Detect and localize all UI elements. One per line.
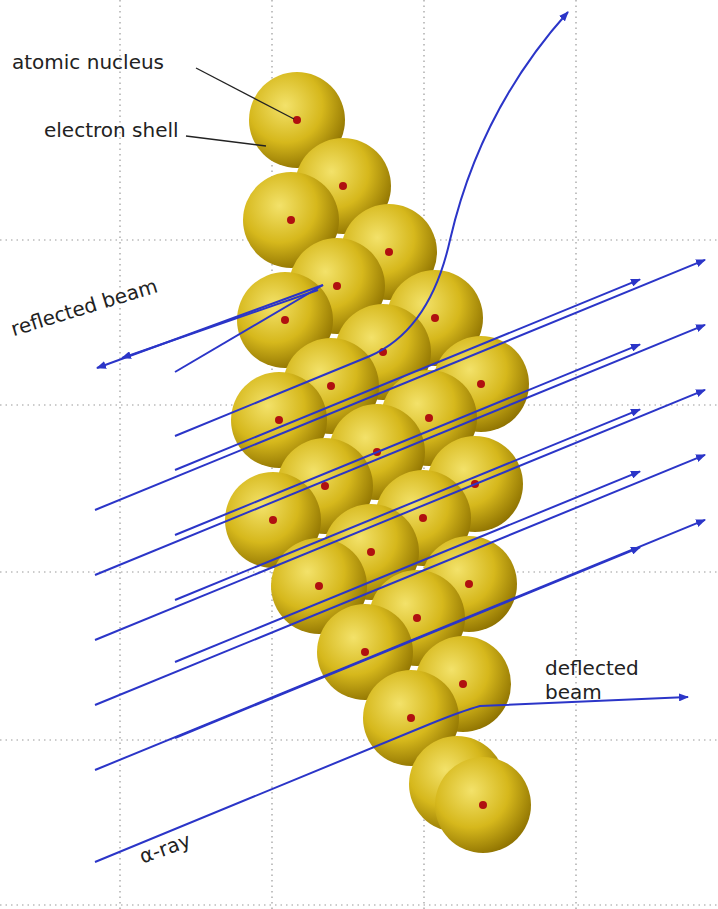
nucleus-dot	[413, 614, 421, 622]
nucleus-dot	[321, 482, 329, 490]
nucleus-dot	[385, 248, 393, 256]
alpha-ray-line	[175, 471, 640, 662]
nucleus-dot	[327, 382, 335, 390]
nucleus-dot	[419, 514, 427, 522]
special-beams	[95, 12, 688, 862]
callout-label: electron shell	[44, 118, 179, 142]
nucleus-dot	[367, 548, 375, 556]
nucleus-dot	[407, 714, 415, 722]
nucleus-dot	[431, 314, 439, 322]
beam-label: reflected beam	[8, 274, 160, 341]
nucleus-dot	[339, 182, 347, 190]
nucleus-dot	[425, 414, 433, 422]
alpha-ray-line	[95, 390, 705, 640]
alpha-ray-line	[175, 279, 640, 470]
leader-lines	[186, 68, 294, 146]
nucleus-dot	[479, 801, 487, 809]
beam-label: deflected beam	[545, 656, 655, 704]
callout-label: atomic nucleus	[12, 50, 164, 74]
nucleus-dot	[287, 216, 295, 224]
nucleus-dot	[281, 316, 289, 324]
gold-atoms	[225, 72, 531, 853]
alpha-ray-line	[175, 409, 640, 600]
nucleus-dot	[333, 282, 341, 290]
nucleus-dot	[275, 416, 283, 424]
alpha-ray-line	[95, 260, 705, 510]
nucleus-dot	[293, 116, 301, 124]
nucleus-dot	[477, 380, 485, 388]
nucleus-dot	[361, 648, 369, 656]
nucleus-dot	[459, 680, 467, 688]
alpha-ray-line	[95, 520, 705, 770]
nucleus-dot	[315, 582, 323, 590]
alpha-ray-line	[175, 344, 640, 535]
nucleus-dot	[465, 580, 473, 588]
alpha-ray-line	[95, 325, 705, 575]
electron-shell-sphere	[435, 757, 531, 853]
nucleus-dot	[269, 516, 277, 524]
alpha-ray-line	[95, 455, 705, 705]
